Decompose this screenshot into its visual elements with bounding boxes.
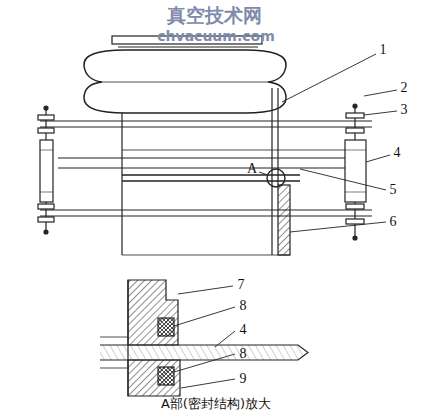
seal-detail [100,280,308,396]
callout-number: 3 [401,103,408,117]
leader-lines [174,54,397,388]
callout-number: 8 [240,299,247,313]
callout-number: 2 [401,81,408,95]
callout-number: 4 [394,146,401,160]
callout-number: 9 [240,372,247,386]
callout-number: 7 [238,278,245,292]
detail-marker: A [247,162,257,176]
upper-assembly [38,36,372,255]
watermark: 真空技术网 [167,6,262,25]
callout-number: 6 [390,215,397,229]
callout-number: 4 [240,323,247,337]
figure-caption: A部(密封结构)放大 [161,397,271,410]
callout-number: 1 [380,43,387,57]
callout-number: 5 [390,183,397,197]
watermark: chvacuum.com [157,29,274,43]
callout-number: 8 [240,347,247,361]
